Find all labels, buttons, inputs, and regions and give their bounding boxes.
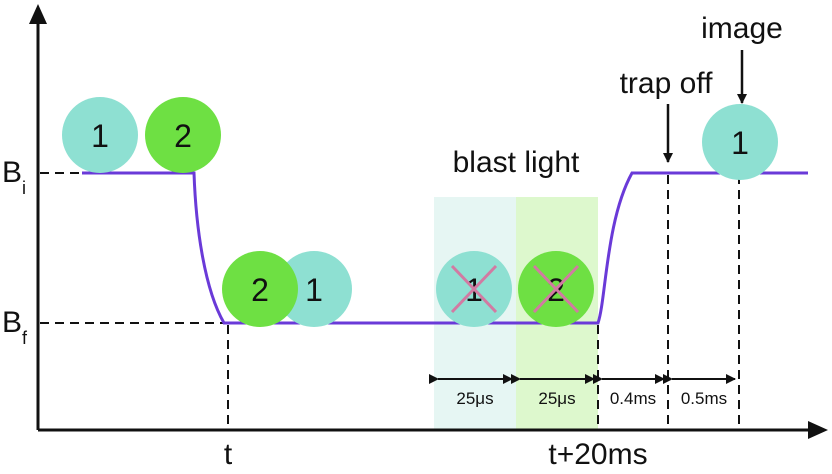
atom-1-cross-icon-stroke — [450, 264, 498, 314]
atom-1-initial-label: 1 — [91, 118, 109, 154]
b-final-label: B — [2, 306, 22, 339]
atom-2-swapped-label: 2 — [251, 272, 269, 308]
atom-2-cross-icon-stroke — [532, 264, 580, 314]
atom-1-initial — [62, 97, 138, 173]
atom-1-swapped — [276, 251, 352, 327]
time-t-label: t — [224, 438, 233, 471]
blast2-interval-label: 25μs — [538, 389, 575, 408]
atom-2-initial-label: 2 — [174, 118, 192, 154]
atom-2-swapped — [222, 251, 298, 327]
field-curve — [82, 171, 808, 325]
blast1-interval-label: 25μs — [456, 389, 493, 408]
time-t-end-label: t+20ms — [548, 438, 647, 471]
trap-off-label: trap off — [620, 67, 714, 100]
atom-1-imaged — [702, 104, 778, 180]
delay1-interval-label: 0.4ms — [610, 389, 656, 408]
atom-1-imaged-label: 1 — [731, 125, 749, 161]
x-axis-arrow-icon — [808, 421, 828, 439]
blast-light-label: blast light — [453, 146, 580, 179]
image-label: image — [701, 12, 783, 45]
delay2-interval-label: 0.5ms — [681, 389, 727, 408]
atom-2-initial — [145, 97, 221, 173]
b-initial-label: B — [2, 156, 22, 189]
y-axis-arrow-icon — [29, 4, 47, 24]
b-initial-subscript: i — [22, 178, 26, 198]
atom-1-swapped-label: 1 — [305, 272, 323, 308]
b-final-subscript: f — [22, 328, 28, 348]
